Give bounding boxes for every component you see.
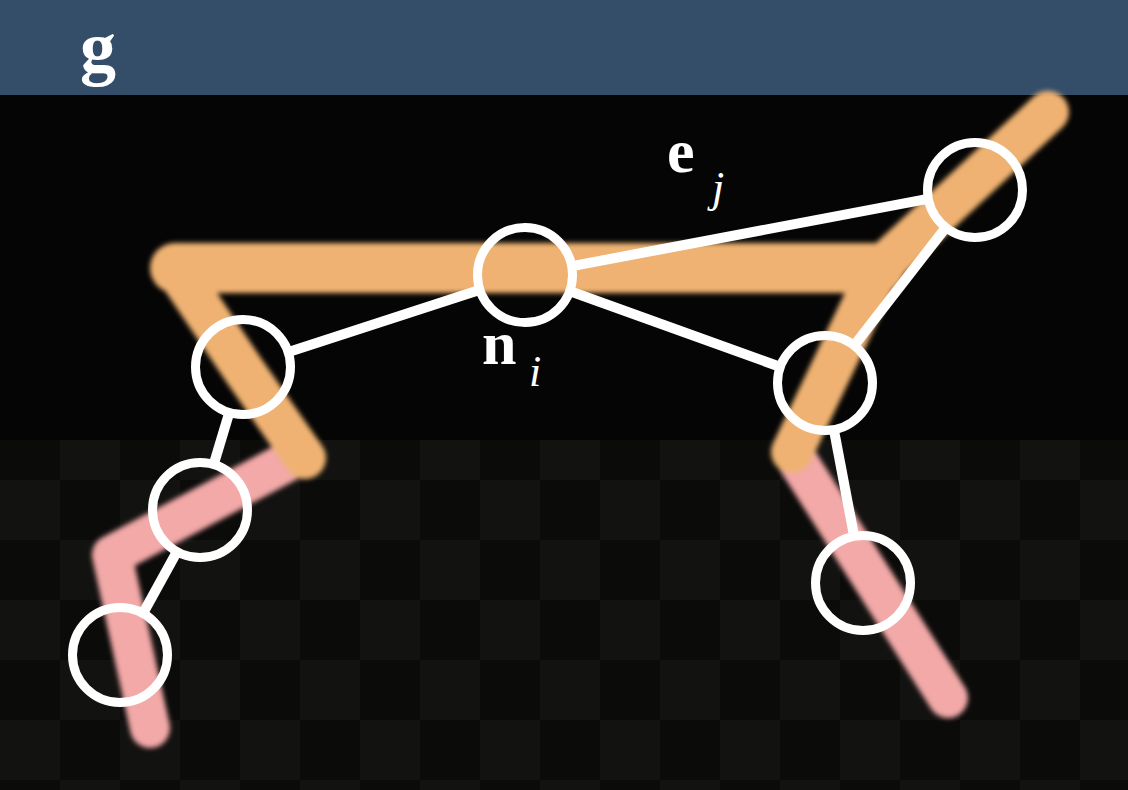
graph-edge [143,552,177,613]
graph-edge [289,290,480,352]
graph-node [191,315,295,419]
edge-label: e [667,120,695,182]
edge-subscript: j [712,166,724,210]
checkered-floor [0,440,1128,790]
graph-edge [214,413,229,464]
node-subscript: i [529,350,541,394]
graph-node: ni [473,223,577,327]
graph-edge [854,228,945,345]
graph-edge [572,199,928,266]
top-bar [0,0,1128,95]
graph-edge [570,291,780,366]
robot-body [112,112,1048,728]
background [0,95,1128,790]
graph-node [923,138,1027,242]
node-label: n [482,312,516,374]
graph-node [811,531,915,635]
graph-node [68,603,172,707]
graph-node [773,331,877,435]
graph-edge [834,430,854,536]
graph-node [148,458,252,562]
gravity-label: g [80,12,116,84]
